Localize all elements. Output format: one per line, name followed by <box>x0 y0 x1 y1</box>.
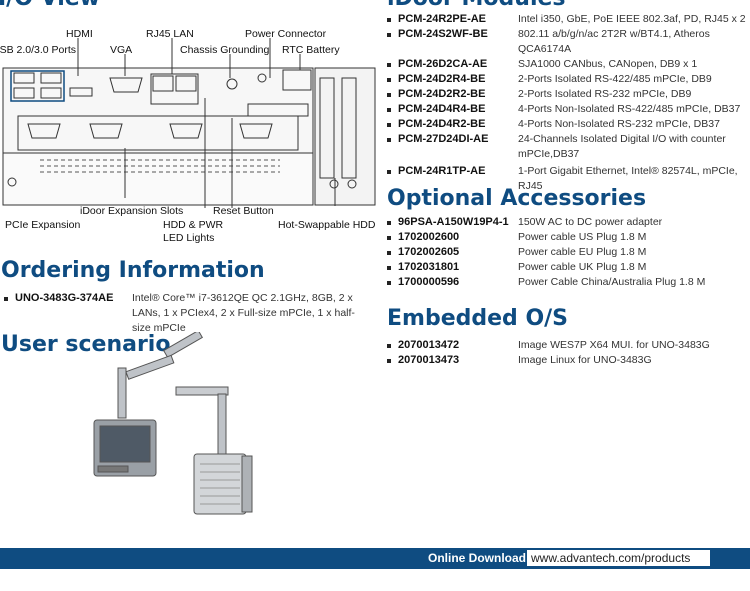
chassis-front-panel <box>2 38 376 208</box>
list-item: 2070013472 Image WES7P X64 MUI. for UNO-… <box>387 338 749 353</box>
part-description: Intel i350, GbE, PoE IEEE 802.3af, PD, R… <box>518 13 746 25</box>
online-download-link[interactable]: www.advantech.com/products <box>527 550 710 566</box>
part-number: UNO-3483G-374AE <box>15 292 114 304</box>
part-description: 1-Port Gigabit Ethernet, Intel® 82574L, … <box>518 165 738 192</box>
part-number: PCM-24D2R2-BE <box>398 88 486 100</box>
part-description: Image Linux for UNO-3483G <box>518 354 652 366</box>
label-power-connector: Power Connector <box>245 28 327 40</box>
label-rtc-battery: RTC Battery <box>282 44 340 56</box>
list-item: PCM-24R2PE-AE Intel i350, GbE, PoE IEEE … <box>387 12 749 27</box>
part-number: 2070013472 <box>398 339 460 351</box>
part-description: SJA1000 CANbus, CANopen, DB9 x 1 <box>518 58 698 70</box>
list-item: 1700000596 Power Cable China/Australia P… <box>387 275 749 290</box>
part-description: 802.11 a/b/g/n/ac 2T2R w/BT4.1, Atheros … <box>518 28 710 55</box>
list-item: PCM-27D24DI-AE 24-Channels Isolated Digi… <box>387 132 749 162</box>
label-hdd-pwr-led: HDD & PWR LED Lights <box>163 219 224 244</box>
list-item: 2070013473 Image Linux for UNO-3483G <box>387 353 749 368</box>
part-description: 4-Ports Non-Isolated RS-232 mPCIe, DB37 <box>518 118 720 130</box>
part-number: 1702031801 <box>398 261 460 273</box>
part-number: PCM-24D4R2-BE <box>398 118 486 130</box>
part-number: PCM-24D2R4-BE <box>398 73 486 85</box>
idoor-modules-title: iDoor Modules <box>387 0 566 11</box>
accessories-list: 96PSA-A150W19P4-1 150W AC to DC power ad… <box>387 215 749 290</box>
label-hdmi: HDMI <box>66 28 93 40</box>
list-item: 1702031801 Power cable UK Plug 1.8 M <box>387 260 749 275</box>
part-description: Intel® Core™ i7-3612QE QC 2.1GHz, 8GB, 2… <box>132 292 355 334</box>
user-scenario-title: User scenario <box>1 332 171 357</box>
list-item: PCM-24D2R2-BE 2-Ports Isolated RS-232 mP… <box>387 87 749 102</box>
part-number: 1702002605 <box>398 246 460 258</box>
label-pcie-expansion: PCIe Expansion <box>5 219 81 231</box>
part-description: 24-Channels Isolated Digital I/O with co… <box>518 133 726 160</box>
label-hot-swappable-hdd: Hot-Swappable HDD <box>278 219 376 231</box>
online-download-label: Online Download <box>428 551 526 565</box>
label-usb-ports: USB 2.0/3.0 Ports <box>0 44 77 56</box>
part-number: PCM-24S2WF-BE <box>398 28 488 40</box>
part-description: Power Cable China/Australia Plug 1.8 M <box>518 276 706 288</box>
part-number: PCM-24D4R4-BE <box>398 103 486 115</box>
part-number: 2070013473 <box>398 354 460 366</box>
embedded-os-list: 2070013472 Image WES7P X64 MUI. for UNO-… <box>387 338 749 368</box>
label-reset-button: Reset Button <box>213 205 274 217</box>
list-item: 96PSA-A150W19P4-1 150W AC to DC power ad… <box>387 215 749 230</box>
part-number: PCM-24R2PE-AE <box>398 13 487 25</box>
list-item: PCM-24D4R2-BE 4-Ports Non-Isolated RS-23… <box>387 117 749 132</box>
label-rj45-lan: RJ45 LAN <box>146 28 194 40</box>
part-number: 1702002600 <box>398 231 460 243</box>
label-vga: VGA <box>110 44 133 56</box>
list-item: PCM-26D2CA-AE SJA1000 CANbus, CANopen, D… <box>387 57 749 72</box>
list-item: PCM-24D2R4-BE 2-Ports Isolated RS-422/48… <box>387 72 749 87</box>
io-view-diagram: USB 2.0/3.0 Ports HDMI VGA RJ45 LAN Chas… <box>0 18 380 244</box>
label-idoor-expansion-slots: iDoor Expansion Slots <box>80 205 184 217</box>
part-description: 4-Ports Non-Isolated RS-422/485 mPCIe, D… <box>518 103 741 115</box>
part-number: PCM-27D24DI-AE <box>398 133 489 145</box>
list-item: 1702002605 Power cable EU Plug 1.8 M <box>387 245 749 260</box>
embedded-os-title: Embedded O/S <box>387 306 569 331</box>
part-description: 2-Ports Isolated RS-232 mPCIe, DB9 <box>518 88 692 100</box>
list-item: PCM-24R1TP-AE 1-Port Gigabit Ethernet, I… <box>387 164 749 194</box>
label-chassis-grounding: Chassis Grounding <box>180 44 270 56</box>
io-view-title: I/O View <box>0 0 100 11</box>
ordering-list: UNO-3483G-374AE Intel® Core™ i7-3612QE Q… <box>4 291 359 336</box>
list-item: PCM-24S2WF-BE 802.11 a/b/g/n/ac 2T2R w/B… <box>387 27 749 57</box>
footer-bar: Online Download www.advantech.com/produc… <box>0 548 750 569</box>
part-description: 2-Ports Isolated RS-422/485 mPCIe, DB9 <box>518 73 712 85</box>
part-description: Power cable UK Plug 1.8 M <box>518 261 647 273</box>
part-description: Image WES7P X64 MUI. for UNO-3483G <box>518 339 710 351</box>
optional-accessories-title: Optional Accessories <box>387 186 647 211</box>
part-description: 150W AC to DC power adapter <box>518 216 663 228</box>
part-number: 1700000596 <box>398 276 460 288</box>
part-description: Power cable EU Plug 1.8 M <box>518 246 647 258</box>
list-item: 1702002600 Power cable US Plug 1.8 M <box>387 230 749 245</box>
list-item: UNO-3483G-374AE Intel® Core™ i7-3612QE Q… <box>4 291 359 336</box>
part-number: PCM-24R1TP-AE <box>398 165 486 177</box>
idoor-list: PCM-24R2PE-AE Intel i350, GbE, PoE IEEE … <box>387 12 749 194</box>
ordering-info-title: Ordering Information <box>1 258 265 283</box>
part-number: PCM-26D2CA-AE <box>398 58 488 70</box>
user-scenario-illustration <box>93 332 253 515</box>
part-description: Power cable US Plug 1.8 M <box>518 231 647 243</box>
part-number: 96PSA-A150W19P4-1 <box>398 216 509 228</box>
list-item: PCM-24D4R4-BE 4-Ports Non-Isolated RS-42… <box>387 102 749 117</box>
